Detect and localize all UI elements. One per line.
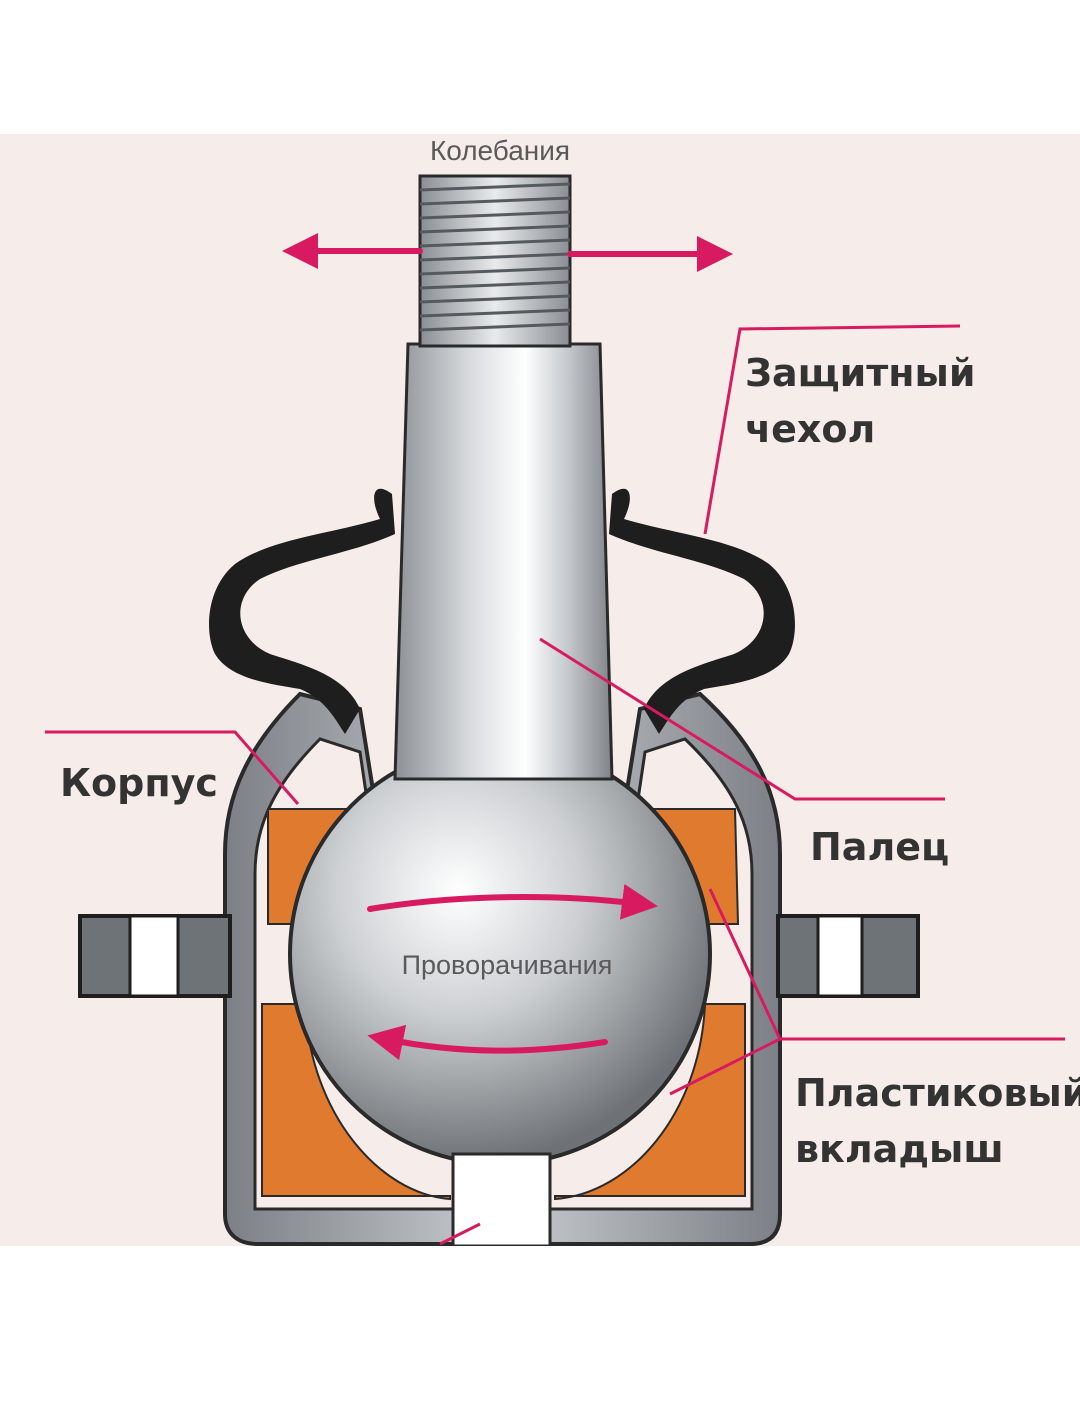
pin-shank [393,342,614,781]
label-liner-line1: Пластиковый [795,1071,1080,1115]
label-housing: Корпус [60,761,218,805]
rotation-arrow-lower [367,1024,608,1061]
pin-thread [418,174,572,348]
label-rotation: Проворачивания [402,950,613,980]
boot-leader-line [703,324,961,535]
plastic-liner-lower-right [554,1003,746,1201]
label-boot-line2: чехол [745,407,875,451]
housing-flange-left [78,914,232,998]
liner-leader-line-bottom [439,1222,481,1246]
label-liner-line2: вкладыш [795,1127,1004,1171]
label-boot-line1: Защитный [745,351,976,395]
protective-boot [209,488,395,734]
housing-leader-line [45,730,300,805]
label-pin: Палец [810,825,949,869]
housing-flange-right [776,914,920,998]
pin-leader-line [539,637,945,801]
rotation-arrow-upper [367,883,658,920]
label-oscillation: Колебания [430,135,570,166]
housing-bottom-bore [451,1152,552,1246]
ball-joint-diagram: Колебания Защитный чехол Корпус Палец Пр… [0,134,1080,1246]
liner-leader-line-lower [669,1037,781,1096]
protective-boot-right [609,488,795,734]
